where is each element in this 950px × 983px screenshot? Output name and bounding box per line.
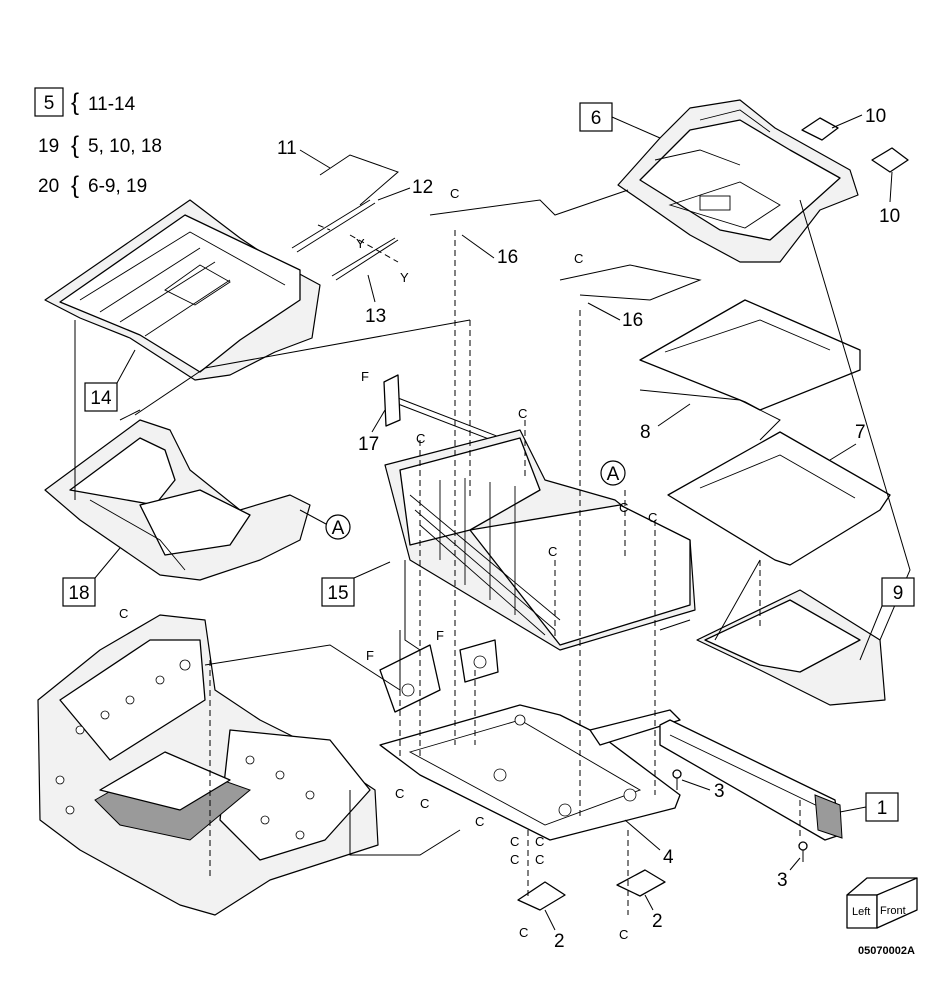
legend: 5 { 11-14 19 { 5, 10, 18 20 { 6-9, 19: [34, 87, 162, 199]
part-15-paper-tray: A: [384, 429, 696, 651]
callout-2-left: 2: [554, 931, 565, 952]
ref-f: F: [361, 369, 369, 384]
part-2-brackets: [517, 869, 666, 911]
callout-box-6: [579, 102, 613, 132]
ref-f: F: [366, 648, 374, 663]
callout-3-upper: 3: [714, 781, 725, 802]
ref-c: C: [535, 834, 544, 849]
connector-lines: [74, 189, 911, 856]
ref-c: C: [420, 796, 429, 811]
drawing-number: 05070002A: [858, 945, 915, 957]
ref-c: C: [535, 852, 544, 867]
ref-a-right-label: A: [607, 464, 620, 485]
parts-11-12-13-rods: [291, 154, 399, 281]
ref-c: C: [519, 925, 528, 940]
legend-part-19: 19: [38, 136, 59, 157]
callout-4: 4: [663, 847, 674, 868]
part-18-lower-tray: A: [44, 419, 351, 581]
ref-c: C: [510, 834, 519, 849]
ref-c: C: [619, 500, 628, 515]
callout-13: 13: [365, 306, 386, 327]
ref-a-left-label: A: [332, 518, 345, 539]
legend-part-5: 5: [44, 93, 55, 114]
legend-brace: {: [71, 89, 79, 116]
callout-7: 7: [855, 422, 866, 443]
frame-holes: [55, 659, 315, 840]
ref-a-right: [600, 460, 626, 486]
ref-c: C: [619, 927, 628, 942]
legend-items-19: 5, 10, 18: [88, 136, 162, 157]
callout-3-lower: 3: [777, 870, 788, 891]
callout-11: 11: [277, 138, 297, 159]
ref-y: Y: [400, 270, 409, 285]
left-frame: [37, 614, 499, 916]
orientation-front-label: Front: [880, 905, 906, 917]
ref-y: Y: [356, 236, 365, 251]
part-7-guide: [667, 431, 891, 566]
callouts-plain: 10 10 11 12 13 16 16 17 8 7 3 3 4 2 2: [277, 106, 900, 952]
callouts-boxed: 6 14 18 15 9 1: [62, 102, 915, 822]
legend-items-5: 11-14: [88, 94, 136, 115]
assembly-guide-lines: [74, 224, 801, 915]
callout-6: 6: [591, 108, 602, 129]
part-10-clips: [801, 117, 909, 173]
ref-c: C: [475, 814, 484, 829]
callout-10-top: 10: [865, 106, 886, 127]
callout-9: 9: [893, 583, 904, 604]
tray-ribs: [409, 478, 561, 636]
callout-14: 14: [90, 388, 112, 409]
part-3-screws: [672, 769, 808, 862]
legend-brace: {: [71, 132, 79, 159]
ref-c: C: [119, 606, 128, 621]
part-6-top-cover: [617, 99, 859, 263]
legend-box-5: [34, 87, 64, 117]
callout-16-upper: 16: [497, 247, 518, 268]
callout-10-bottom: 10: [879, 206, 900, 227]
part-14-tray-cover: [44, 199, 321, 381]
callout-box-15: [321, 577, 355, 607]
callout-box-14: [84, 382, 118, 412]
ref-c: C: [574, 251, 583, 266]
callout-box-9: [881, 577, 915, 607]
callout-2-right: 2: [652, 911, 663, 932]
ref-c: C: [648, 510, 657, 525]
callout-box-18: [62, 577, 96, 607]
ref-c: C: [510, 852, 519, 867]
part-4-bottom-plate: [379, 704, 681, 841]
callout-1: 1: [877, 798, 888, 819]
callout-16-lower: 16: [622, 310, 643, 331]
ref-f: F: [436, 628, 444, 643]
part-1-rail: [659, 719, 843, 841]
legend-brace: {: [71, 172, 79, 199]
ref-c: C: [416, 431, 425, 446]
callout-12: 12: [412, 177, 433, 198]
callout-18: 18: [68, 583, 89, 604]
part-9-base: [696, 589, 886, 706]
ref-c: C: [450, 186, 459, 201]
legend-part-20: 20: [38, 176, 59, 197]
orientation-cube: Left Front: [846, 877, 918, 929]
callout-17: 17: [358, 434, 379, 455]
callout-15: 15: [327, 583, 348, 604]
ref-a-left: [325, 514, 351, 540]
ref-letters: C C C C C C C C C C C C C C C C C F F F …: [119, 186, 657, 942]
orientation-left-label: Left: [852, 906, 870, 918]
ref-c: C: [518, 406, 527, 421]
legend-items-20: 6-9, 19: [88, 176, 147, 197]
ref-c: C: [548, 544, 557, 559]
callout-8: 8: [640, 422, 651, 443]
ref-c: C: [395, 786, 404, 801]
